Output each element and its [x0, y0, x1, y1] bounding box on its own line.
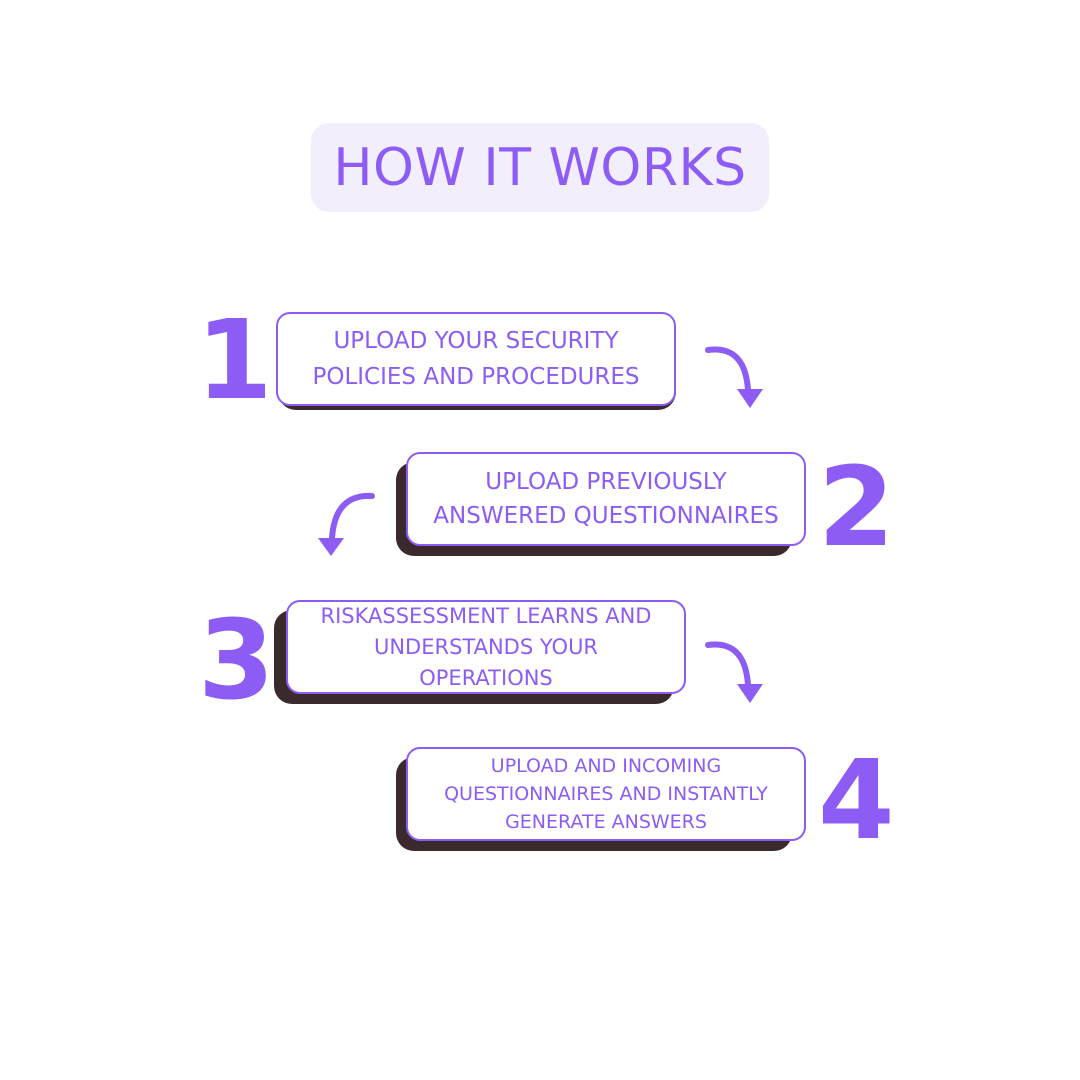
step-1-text: UPLOAD YOUR SECURITY POLICIES AND PROCED…: [312, 328, 640, 390]
step-4-box: UPLOAD AND INCOMING QUESTIONNAIRES AND I…: [406, 747, 806, 841]
curved-arrow-down-left-icon: [318, 492, 375, 556]
step-3-text: RISKASSESSMENT LEARNS AND UNDERSTANDS YO…: [320, 603, 652, 690]
step-3-number: 3: [198, 596, 275, 724]
curved-arrow-down-right-icon: [705, 641, 763, 703]
title-pill: HOW IT WORKS: [311, 123, 769, 212]
step-2-text: UPLOAD PREVIOUSLY ANSWERED QUESTIONNAIRE…: [433, 469, 779, 529]
step-1-number: 1: [196, 296, 273, 424]
step-4-text: UPLOAD AND INCOMING QUESTIONNAIRES AND I…: [444, 755, 768, 833]
step-4-number: 4: [818, 736, 895, 864]
step-1-box: UPLOAD YOUR SECURITY POLICIES AND PROCED…: [276, 312, 676, 406]
curved-arrow-down-right-icon: [705, 346, 763, 408]
step-3-box: RISKASSESSMENT LEARNS AND UNDERSTANDS YO…: [286, 600, 686, 694]
page-title: HOW IT WORKS: [333, 137, 747, 198]
step-2-number: 2: [818, 443, 895, 571]
step-2-box: UPLOAD PREVIOUSLY ANSWERED QUESTIONNAIRE…: [406, 452, 806, 546]
